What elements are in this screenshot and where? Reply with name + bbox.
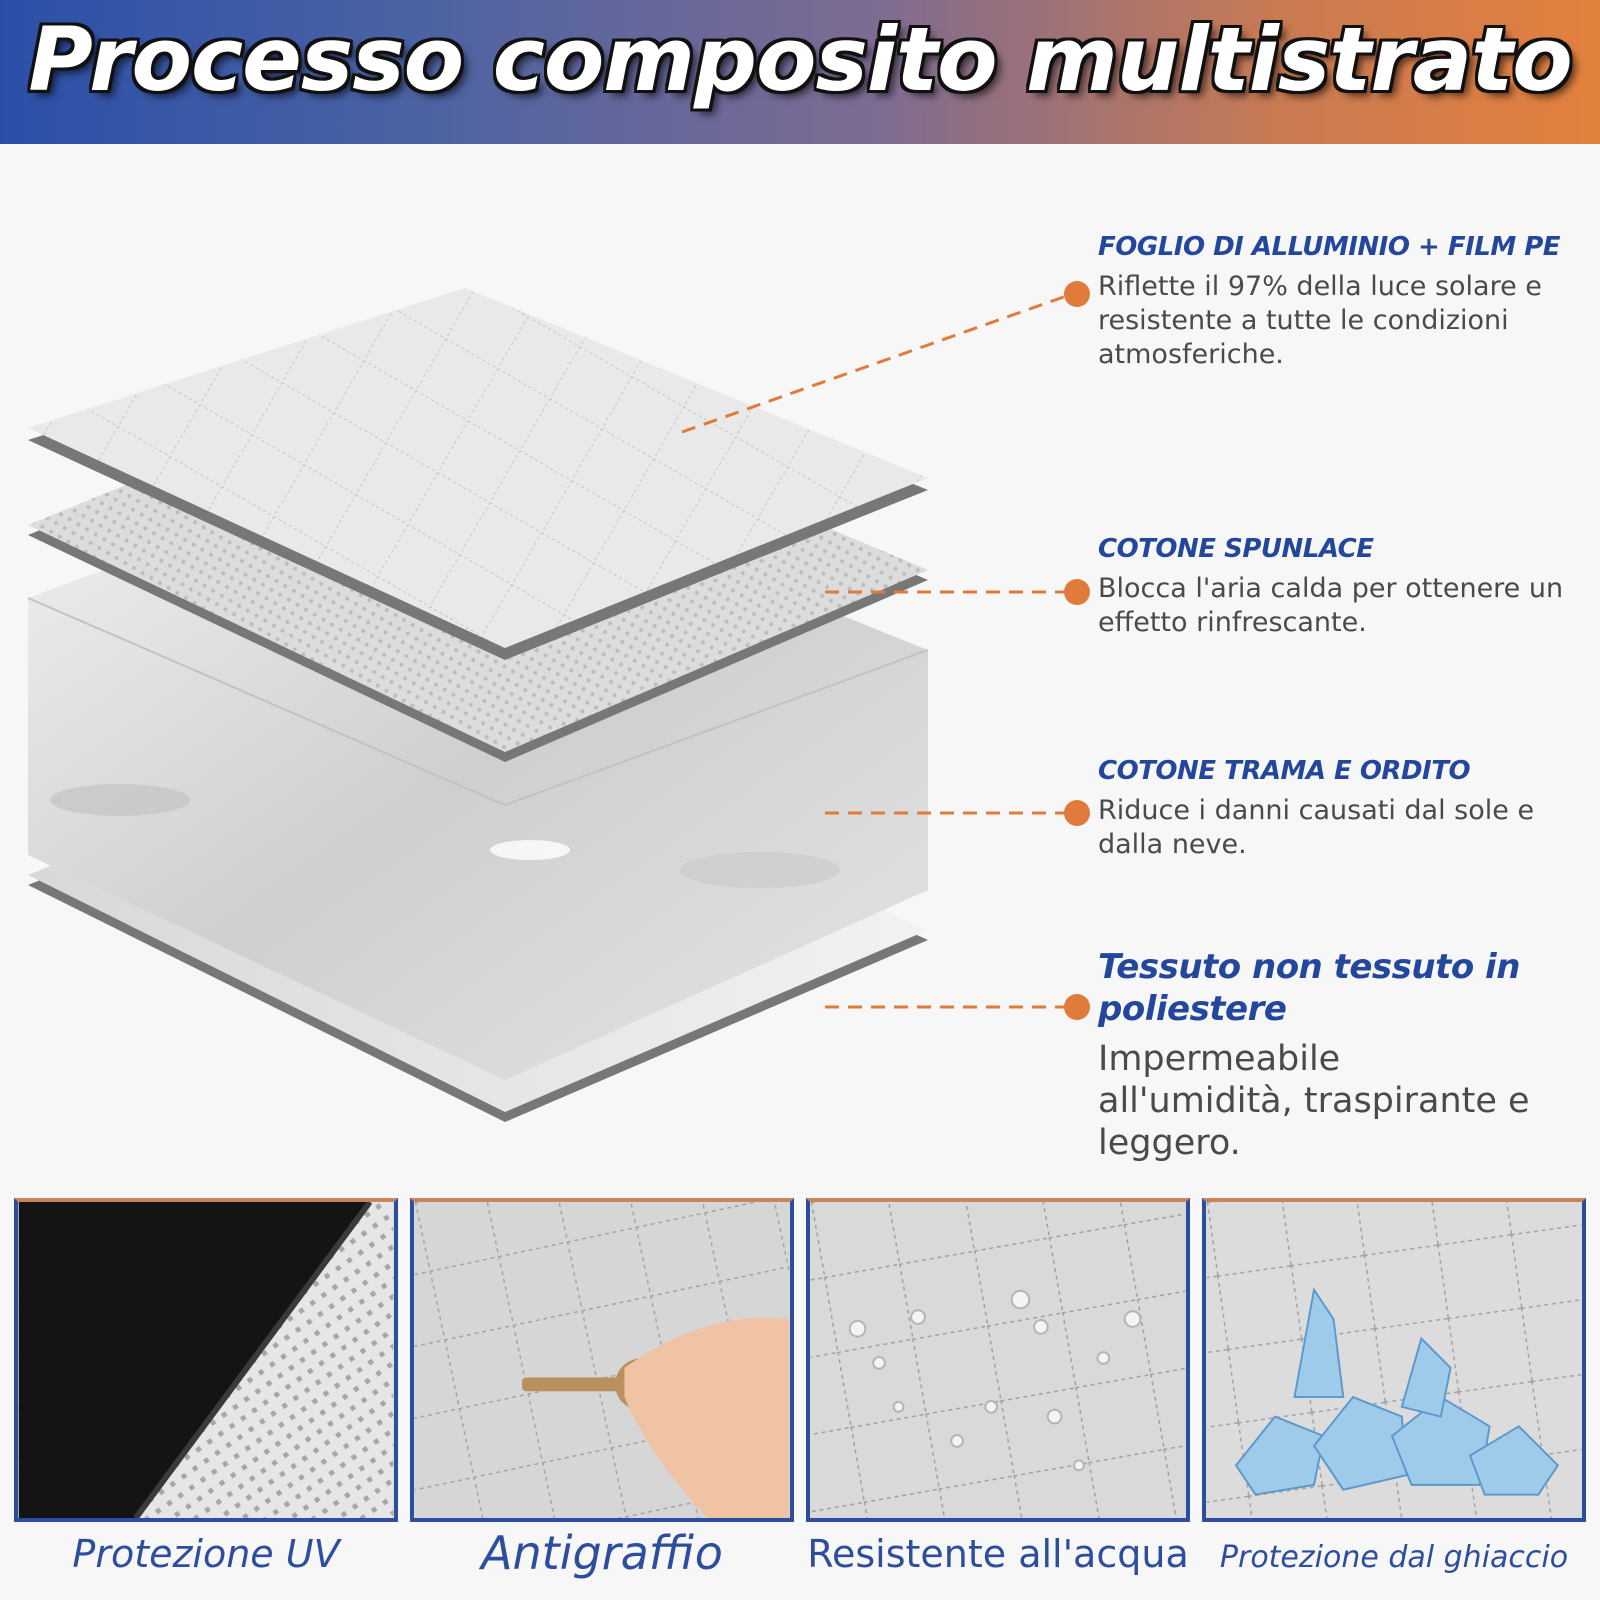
leader-dot-1	[1064, 281, 1090, 307]
layer-description: Impermeabile all'umidità, traspirante e …	[1098, 1039, 1530, 1163]
layer-description: Riflette il 97% della luce solare e resi…	[1098, 271, 1542, 370]
layer-info-polyester: Tessuto non tessuto in poliestere Imperm…	[1098, 946, 1538, 1164]
leader-dot-3	[1064, 800, 1090, 826]
layer-info-aluminium: FOGLIO DI ALLUMINIO + FILM PE Riflette i…	[1098, 232, 1598, 372]
feature-label-water: Resistente all'acqua	[807, 1532, 1189, 1576]
layer-aluminium-sheet	[28, 288, 928, 660]
layer-info-weave: COTONE TRAMA E ORDITO Riduce i danni cau…	[1098, 756, 1598, 862]
page-title: Processo composito multistrato	[28, 8, 1572, 111]
leader-dot-2	[1064, 579, 1090, 605]
layer-stack-illustration	[27, 281, 1090, 1122]
layer-title: COTONE SPUNLACE	[1098, 534, 1374, 564]
leader-dot-4	[1064, 994, 1090, 1020]
feature-tile-scratch	[410, 1198, 794, 1522]
feature-tile-uv	[14, 1198, 398, 1522]
layer-title: FOGLIO DI ALLUMINIO + FILM PE	[1098, 232, 1561, 262]
layer-info-spunlace: COTONE SPUNLACE Blocca l'aria calda per …	[1098, 534, 1598, 640]
feature-label-ice: Protezione dal ghiaccio	[1219, 1540, 1569, 1575]
water-drops-icon	[810, 1202, 1186, 1518]
uv-fabric-icon	[18, 1202, 394, 1518]
header-banner: Processo composito multistrato	[0, 0, 1600, 144]
layer-title: COTONE TRAMA E ORDITO	[1098, 756, 1471, 786]
feature-label-uv: Protezione UV	[72, 1532, 340, 1576]
leader-dots	[1064, 281, 1090, 1020]
layer-description: Riduce i danni causati dal sole e dalla …	[1098, 795, 1535, 860]
feature-label-scratch: Antigraffio	[481, 1526, 723, 1580]
feature-tile-ice	[1202, 1198, 1586, 1522]
ice-cubes-icon	[1206, 1202, 1582, 1518]
key-scratch-icon	[414, 1202, 790, 1518]
layer-title: Tessuto non tessuto in poliestere	[1098, 947, 1520, 1029]
layer-description: Blocca l'aria calda per ottenere un effe…	[1098, 573, 1564, 638]
leader-lines	[681, 292, 1073, 1009]
feature-tile-water	[806, 1198, 1190, 1522]
